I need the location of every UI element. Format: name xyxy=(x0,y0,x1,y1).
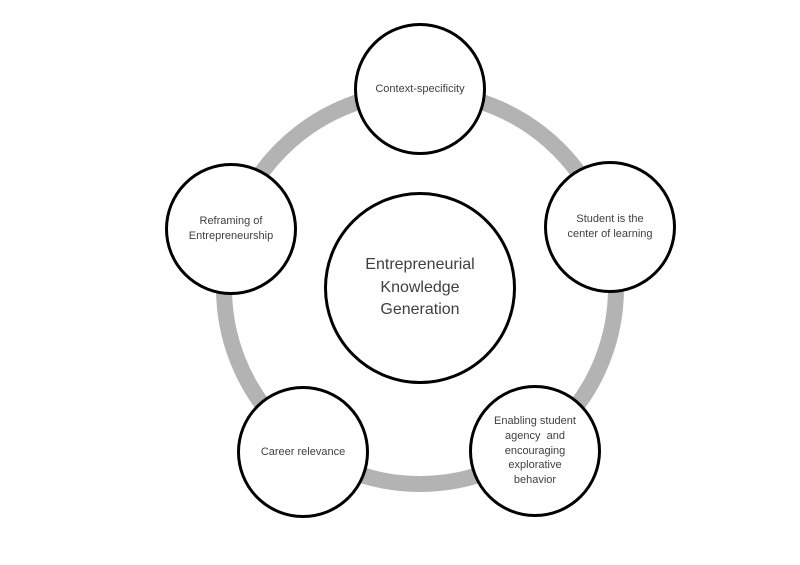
node-label: Context-specificity xyxy=(375,82,465,95)
node-label: Career relevance xyxy=(260,445,346,458)
node-label: Reframing of Entrepreneurship xyxy=(188,215,274,242)
node-enabling-student-agency: Enabling student agency and encouraging … xyxy=(469,385,601,517)
node-label: Enabling student agency and encouraging … xyxy=(494,414,576,487)
node-student-center-of-learning: Student is the center of learning xyxy=(544,161,676,293)
node-entrepreneurial-knowledge-generation: Entrepreneurial Knowledge Generation xyxy=(324,192,516,384)
node-label: Student is the center of learning xyxy=(567,213,653,240)
node-career-relevance: Career relevance xyxy=(237,386,369,518)
node-context-specificity: Context-specificity xyxy=(354,23,486,155)
node-reframing-of-entrepreneurship: Reframing of Entrepreneurship xyxy=(165,163,297,295)
center-node-label: Entrepreneurial Knowledge Generation xyxy=(365,256,475,319)
